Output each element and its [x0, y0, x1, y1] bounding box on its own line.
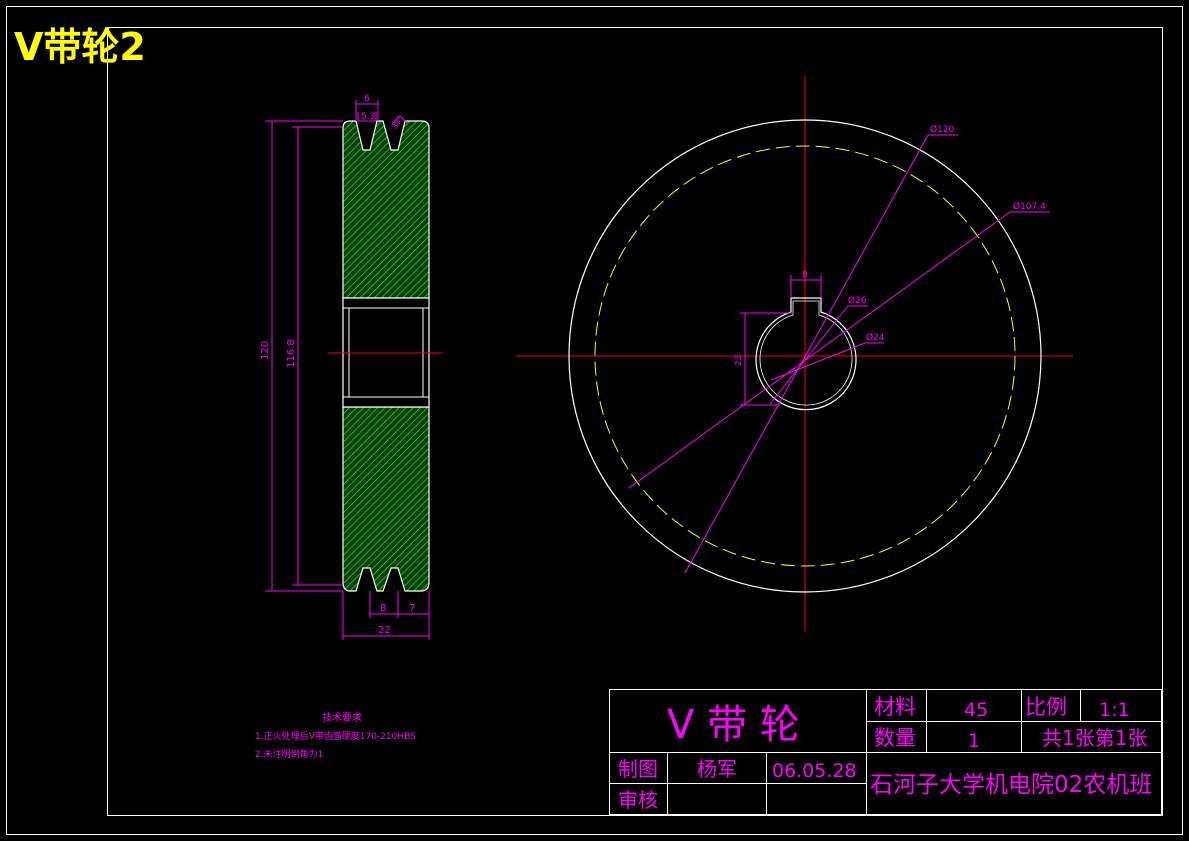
outer-frame	[6, 6, 1183, 835]
dim-total-width	[342, 591, 429, 640]
dim-outer-height-text: 120	[260, 341, 271, 360]
hub-with-keyway	[755, 297, 857, 411]
technical-notes: 技术要求 1.正火处理后V带齿面硬度170-210HBS 2.未注明倒角为1	[255, 711, 416, 760]
drawn-date: 06.05.28	[772, 760, 857, 782]
scale-value: 1:1	[1099, 699, 1130, 721]
dim-bore-dia: Ø24	[866, 332, 885, 343]
section-lower-rim	[342, 406, 430, 592]
dim-pitch-height	[292, 126, 343, 586]
title-block	[609, 689, 1162, 815]
dim-groove-top	[355, 100, 409, 125]
sheet-count: 共1张第1张	[1042, 726, 1147, 750]
dim-pitch-dia: Ø107.4	[1013, 201, 1046, 212]
front-leaders	[628, 134, 1050, 574]
material-label: 材料	[874, 695, 916, 719]
dim-total-width-text: 22	[378, 625, 391, 636]
checked-label: 审核	[618, 788, 658, 812]
dim-pitch-height-text: 116.8	[286, 339, 297, 368]
drawn-by: 杨军	[697, 757, 737, 781]
dim-edge: 7	[409, 603, 415, 614]
inner-frame	[107, 27, 1163, 816]
quantity-value: 1	[968, 730, 980, 752]
pitch-circle	[594, 145, 1016, 567]
section-upper-rim	[342, 120, 430, 299]
notes-item-1: 1.正火处理后V带齿面硬度170-210HBS	[255, 730, 416, 742]
bore-inner	[759, 300, 853, 406]
dim-outer-dia: Ø120	[930, 124, 955, 135]
section-view: 120 116.8 6 5.3 38° 8 7	[260, 94, 442, 640]
scale-label: 比例	[1025, 695, 1067, 719]
sheet-title: V带轮2	[14, 25, 146, 69]
part-name: V 带 轮	[667, 702, 800, 748]
dim-outer-height	[265, 120, 343, 592]
dim-groove-bottom: 5.3	[361, 112, 375, 122]
notes-heading: 技术要求	[322, 711, 362, 724]
quantity-label: 数量	[874, 726, 916, 750]
notes-item-2: 2.未注明倒角为1	[255, 748, 323, 760]
organization: 石河子大学机电院02农机班	[870, 772, 1152, 798]
material-value: 45	[964, 699, 988, 721]
dim-groove-top-width: 6	[364, 94, 370, 104]
dim-groove-bottom-set	[369, 591, 430, 640]
dim-keyway-width: 8	[802, 270, 808, 280]
dim-keyway-depth: 23	[734, 355, 744, 366]
drawn-label: 制图	[618, 757, 658, 781]
title-block-text: V 带 轮 材料 45 比例 1:1 数量 1 共1张第1张 制图 杨军 06.…	[618, 695, 1152, 812]
dim-hub-dia: Ø26	[848, 295, 867, 306]
dim-groove-pitch: 8	[380, 603, 386, 614]
outer-circle	[568, 119, 1042, 593]
front-view: Ø120 Ø107.4 Ø26 Ø24 8 23	[516, 76, 1073, 632]
